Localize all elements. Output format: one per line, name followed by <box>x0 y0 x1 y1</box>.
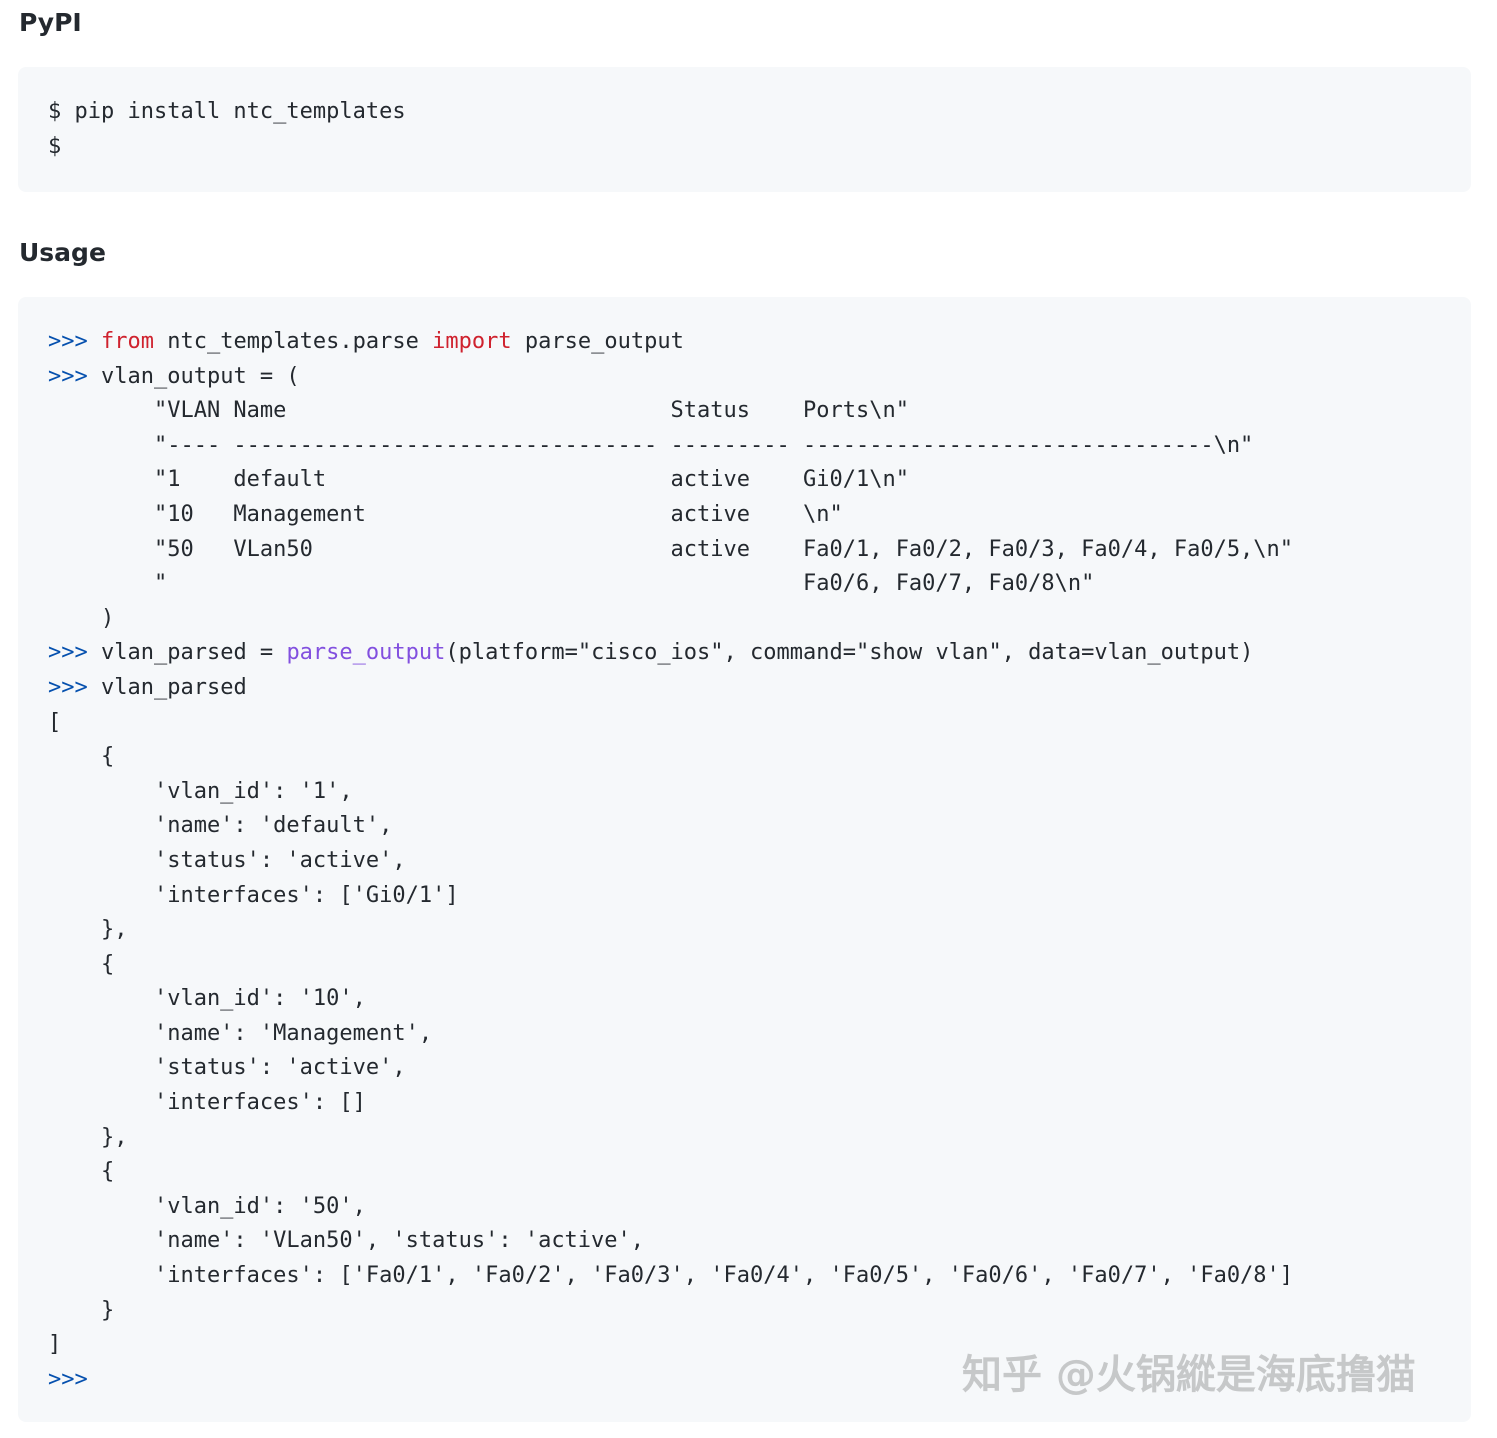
output-line: "VLAN Name Status Ports\n" <box>48 398 909 424</box>
keyword-import: import <box>432 329 512 354</box>
code-line-vlan-output: >>> vlan_output = ( <box>48 360 1471 395</box>
result-line: 'name': 'VLan50', 'status': 'active', <box>48 1228 645 1254</box>
import-module: ntc_templates.parse <box>153 329 433 354</box>
prompt: >>> <box>48 1366 88 1392</box>
result-line: 'vlan_id': '10', <box>48 986 366 1012</box>
result-line: 'name': 'default', <box>48 813 393 839</box>
result-line: 'interfaces': ['Gi0/1'] <box>48 882 459 908</box>
result-line: }, <box>48 917 128 943</box>
result-line: 'status': 'active', <box>48 1055 406 1081</box>
code-line-parse: >>> vlan_parsed = parse_output(platform=… <box>48 636 1471 671</box>
parsed-assign: vlan_parsed = <box>87 640 287 666</box>
code-line-show-parsed: >>> vlan_parsed <box>48 671 1471 706</box>
result-line: 'vlan_id': '50', <box>48 1193 366 1219</box>
keyword-from: from <box>101 329 154 354</box>
prompt: >>> <box>48 363 88 389</box>
prompt: >>> <box>48 640 88 666</box>
parse-args: (platform="cisco_ios", command="show vla… <box>445 640 1254 666</box>
result-line: }, <box>48 1124 128 1150</box>
output-line: " Fa0/6, Fa0/7, Fa0/8\n" <box>48 571 1095 597</box>
output-line: "50 VLan50 active Fa0/1, Fa0/2, Fa0/3, F… <box>48 536 1294 562</box>
usage-code-block: >>> from ntc_templates.parse import pars… <box>18 297 1471 1422</box>
import-name: parse_output <box>511 329 684 354</box>
show-parsed: vlan_parsed <box>87 674 247 700</box>
pypi-code-block: $ pip install ntc_templates $ <box>18 67 1471 192</box>
code-line-import: >>> from ntc_templates.parse import pars… <box>48 325 1471 360</box>
usage-code: >>> from ntc_templates.parse import pars… <box>48 325 1471 1397</box>
result-line: 'status': 'active', <box>48 847 406 873</box>
result-line: { <box>48 951 115 977</box>
output-line: ) <box>48 605 115 631</box>
result-line: { <box>48 1159 115 1185</box>
result-line: [ <box>48 709 62 735</box>
result-line: 'interfaces': [] <box>48 1090 366 1116</box>
result-line: } <box>48 1297 115 1323</box>
function-parse-output: parse_output <box>286 640 446 666</box>
pypi-code: $ pip install ntc_templates $ <box>48 95 1471 164</box>
result-line: 'name': 'Management', <box>48 1020 433 1046</box>
prompt: >>> <box>48 674 88 700</box>
vlan-output-assign: vlan_output = ( <box>87 363 300 389</box>
watermark-text: 知乎 @火锅縱是海底撸猫 <box>962 1352 1416 1398</box>
result-line: 'vlan_id': '1', <box>48 778 353 804</box>
result-line: { <box>48 744 115 770</box>
usage-heading: Usage <box>19 238 106 267</box>
output-line: "10 Management active \n" <box>48 501 843 527</box>
result-line: ] <box>48 1332 62 1358</box>
code-line-final-prompt: >>> <box>48 1363 1471 1398</box>
prompt: >>> <box>48 329 88 354</box>
output-line: "1 default active Gi0/1\n" <box>48 467 909 493</box>
code-line: $ <box>48 133 62 159</box>
code-line: $ pip install ntc_templates <box>48 99 406 124</box>
pypi-heading: PyPI <box>19 8 82 37</box>
output-line: "---- -------------------------------- -… <box>48 432 1254 458</box>
result-line: 'interfaces': ['Fa0/1', 'Fa0/2', 'Fa0/3'… <box>48 1263 1294 1289</box>
